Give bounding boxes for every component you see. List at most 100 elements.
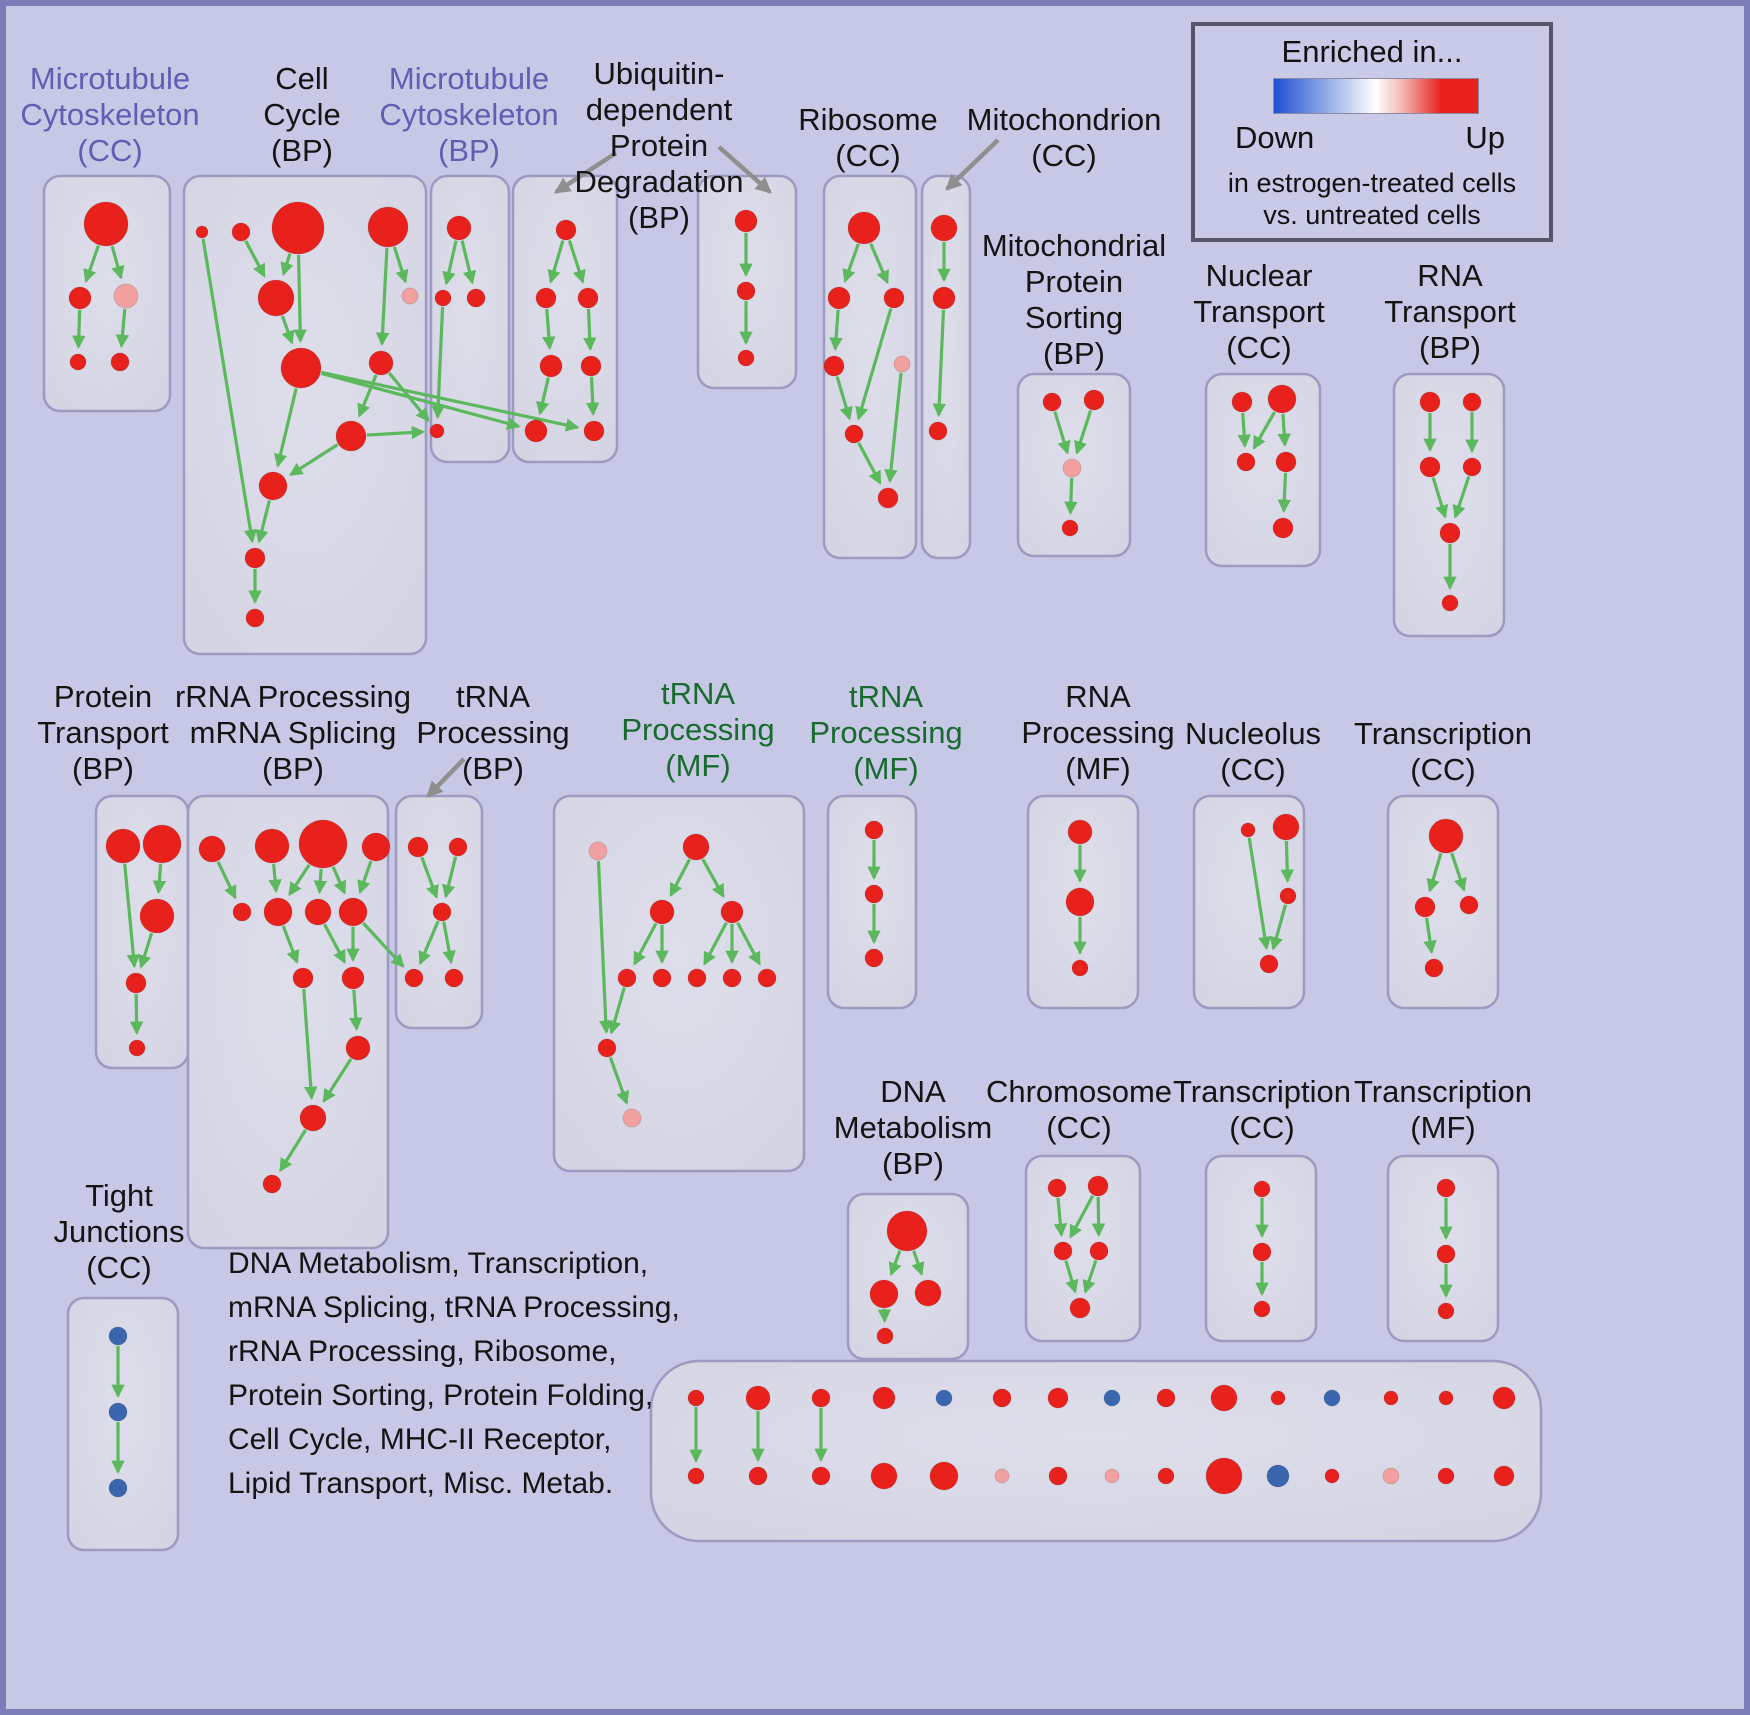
node-red [466,288,486,308]
node-blue [1103,1389,1121,1407]
edge-arrow [418,920,440,966]
edge-arrow [703,921,728,966]
node-red [1236,452,1256,472]
node-red [734,209,758,233]
edge-arrow [138,932,154,969]
node-red [125,972,147,994]
node-pink [994,1468,1010,1484]
node-red [687,1467,705,1485]
node-red [292,967,314,989]
edge-arrow [320,371,521,430]
legend: Enriched in... Down Up in estrogen-treat… [1191,22,1553,242]
legend-subtitle-line2: vs. untreated cells [1263,200,1481,230]
node-red [823,355,845,377]
node-red [271,201,325,255]
node-red [914,1279,942,1307]
edge-arrow [1082,1259,1098,1294]
group-label-mitochondrion-cc: Mitochondrion (CC) [966,102,1162,173]
edge-arrow [255,500,271,544]
edge-arrow [547,240,565,284]
edge-arrow [442,240,458,286]
node-red [368,350,394,376]
group-label-nuclear-transport-cc: Nuclear Transport (CC) [1193,258,1325,365]
node-red [682,833,710,861]
callout-arrow [426,757,466,798]
node-red [1272,517,1294,539]
edge-arrow [331,866,347,895]
edge-arrow [884,372,903,484]
group-box-transcription-cc-mid [1386,794,1500,1010]
node-red [254,828,290,864]
node-red [1462,457,1482,477]
node-red [263,897,293,927]
node-blue [108,1478,128,1498]
group-label-nucleolus-cc: Nucleolus (CC) [1184,716,1322,787]
node-red [992,1388,1012,1408]
edge-arrow [460,240,477,285]
node-red [877,487,899,509]
node-red [1157,1467,1175,1485]
node-red [1231,391,1253,413]
node-red [886,1210,928,1252]
edge-arrow [888,1250,902,1277]
node-red [434,289,452,307]
edge-arrow [268,863,282,894]
node-red [345,1035,371,1061]
node-red [1069,1297,1091,1319]
node-red [1419,391,1441,413]
group-label-rrna-processing-mrna-splicing-bp: rRNA Processing mRNA Splicing (BP) [174,679,412,786]
edge-arrow [842,243,860,283]
edge-arrow [1277,413,1291,448]
node-red [298,819,348,869]
edge-arrow [1247,837,1272,951]
legend-axis-labels: Down Up [1235,120,1505,156]
callout-arrow [945,138,1000,191]
node-red [872,1386,896,1410]
node-red [844,424,864,444]
node-pink [1382,1467,1400,1485]
node-red [597,1038,617,1058]
group-label-ribosome-cc: Ribosome (CC) [798,102,938,173]
misc-note-line: rRNA Processing, Ribosome, [228,1335,617,1368]
misc-note-line: Protein Sorting, Protein Folding, [228,1379,654,1412]
legend-gradient-bar [1273,78,1479,114]
node-red [555,219,577,241]
node-red [1253,1180,1271,1198]
node-red [1042,392,1062,412]
node-red [1270,1390,1286,1406]
node-red [231,222,251,242]
node-red [341,966,365,990]
edge-arrow [701,858,725,899]
node-red [1071,959,1089,977]
node-red [432,902,452,922]
node-red [932,286,956,310]
edge-arrow [152,863,167,895]
edge-arrow [313,868,328,895]
node-red [864,948,884,968]
edge-arrow [596,860,613,1035]
edge-arrow [280,315,295,345]
node-red [1240,822,1256,838]
node-red [876,1327,894,1345]
edge-arrow [1064,1260,1079,1294]
group-label-ubiquitin-degradation-bp: Ubiquitin- dependent Protein Degradation… [574,56,744,235]
node-red [244,547,266,569]
edge-arrow [536,377,550,416]
edge-arrow [366,425,426,440]
group-label-tight-junctions-cc: Tight Junctions (CC) [53,1178,185,1285]
node-red [110,352,130,372]
node-red [258,471,288,501]
group-label-trna-processing-bp: tRNA Processing (BP) [416,679,570,786]
node-red [577,287,599,309]
node-pink [1104,1468,1120,1484]
node-red [1279,887,1297,905]
node-red [1089,1241,1109,1261]
edge-arrow [302,988,318,1101]
node-red [1439,522,1461,544]
node-red [1205,1457,1243,1495]
group-box-nuclear-transport-cc [1204,372,1322,568]
edge-arrow [1423,917,1437,955]
node-red [617,968,637,988]
group-label-rna-transport-bp: RNA Transport (BP) [1384,258,1516,365]
edge-arrow [911,1250,925,1276]
